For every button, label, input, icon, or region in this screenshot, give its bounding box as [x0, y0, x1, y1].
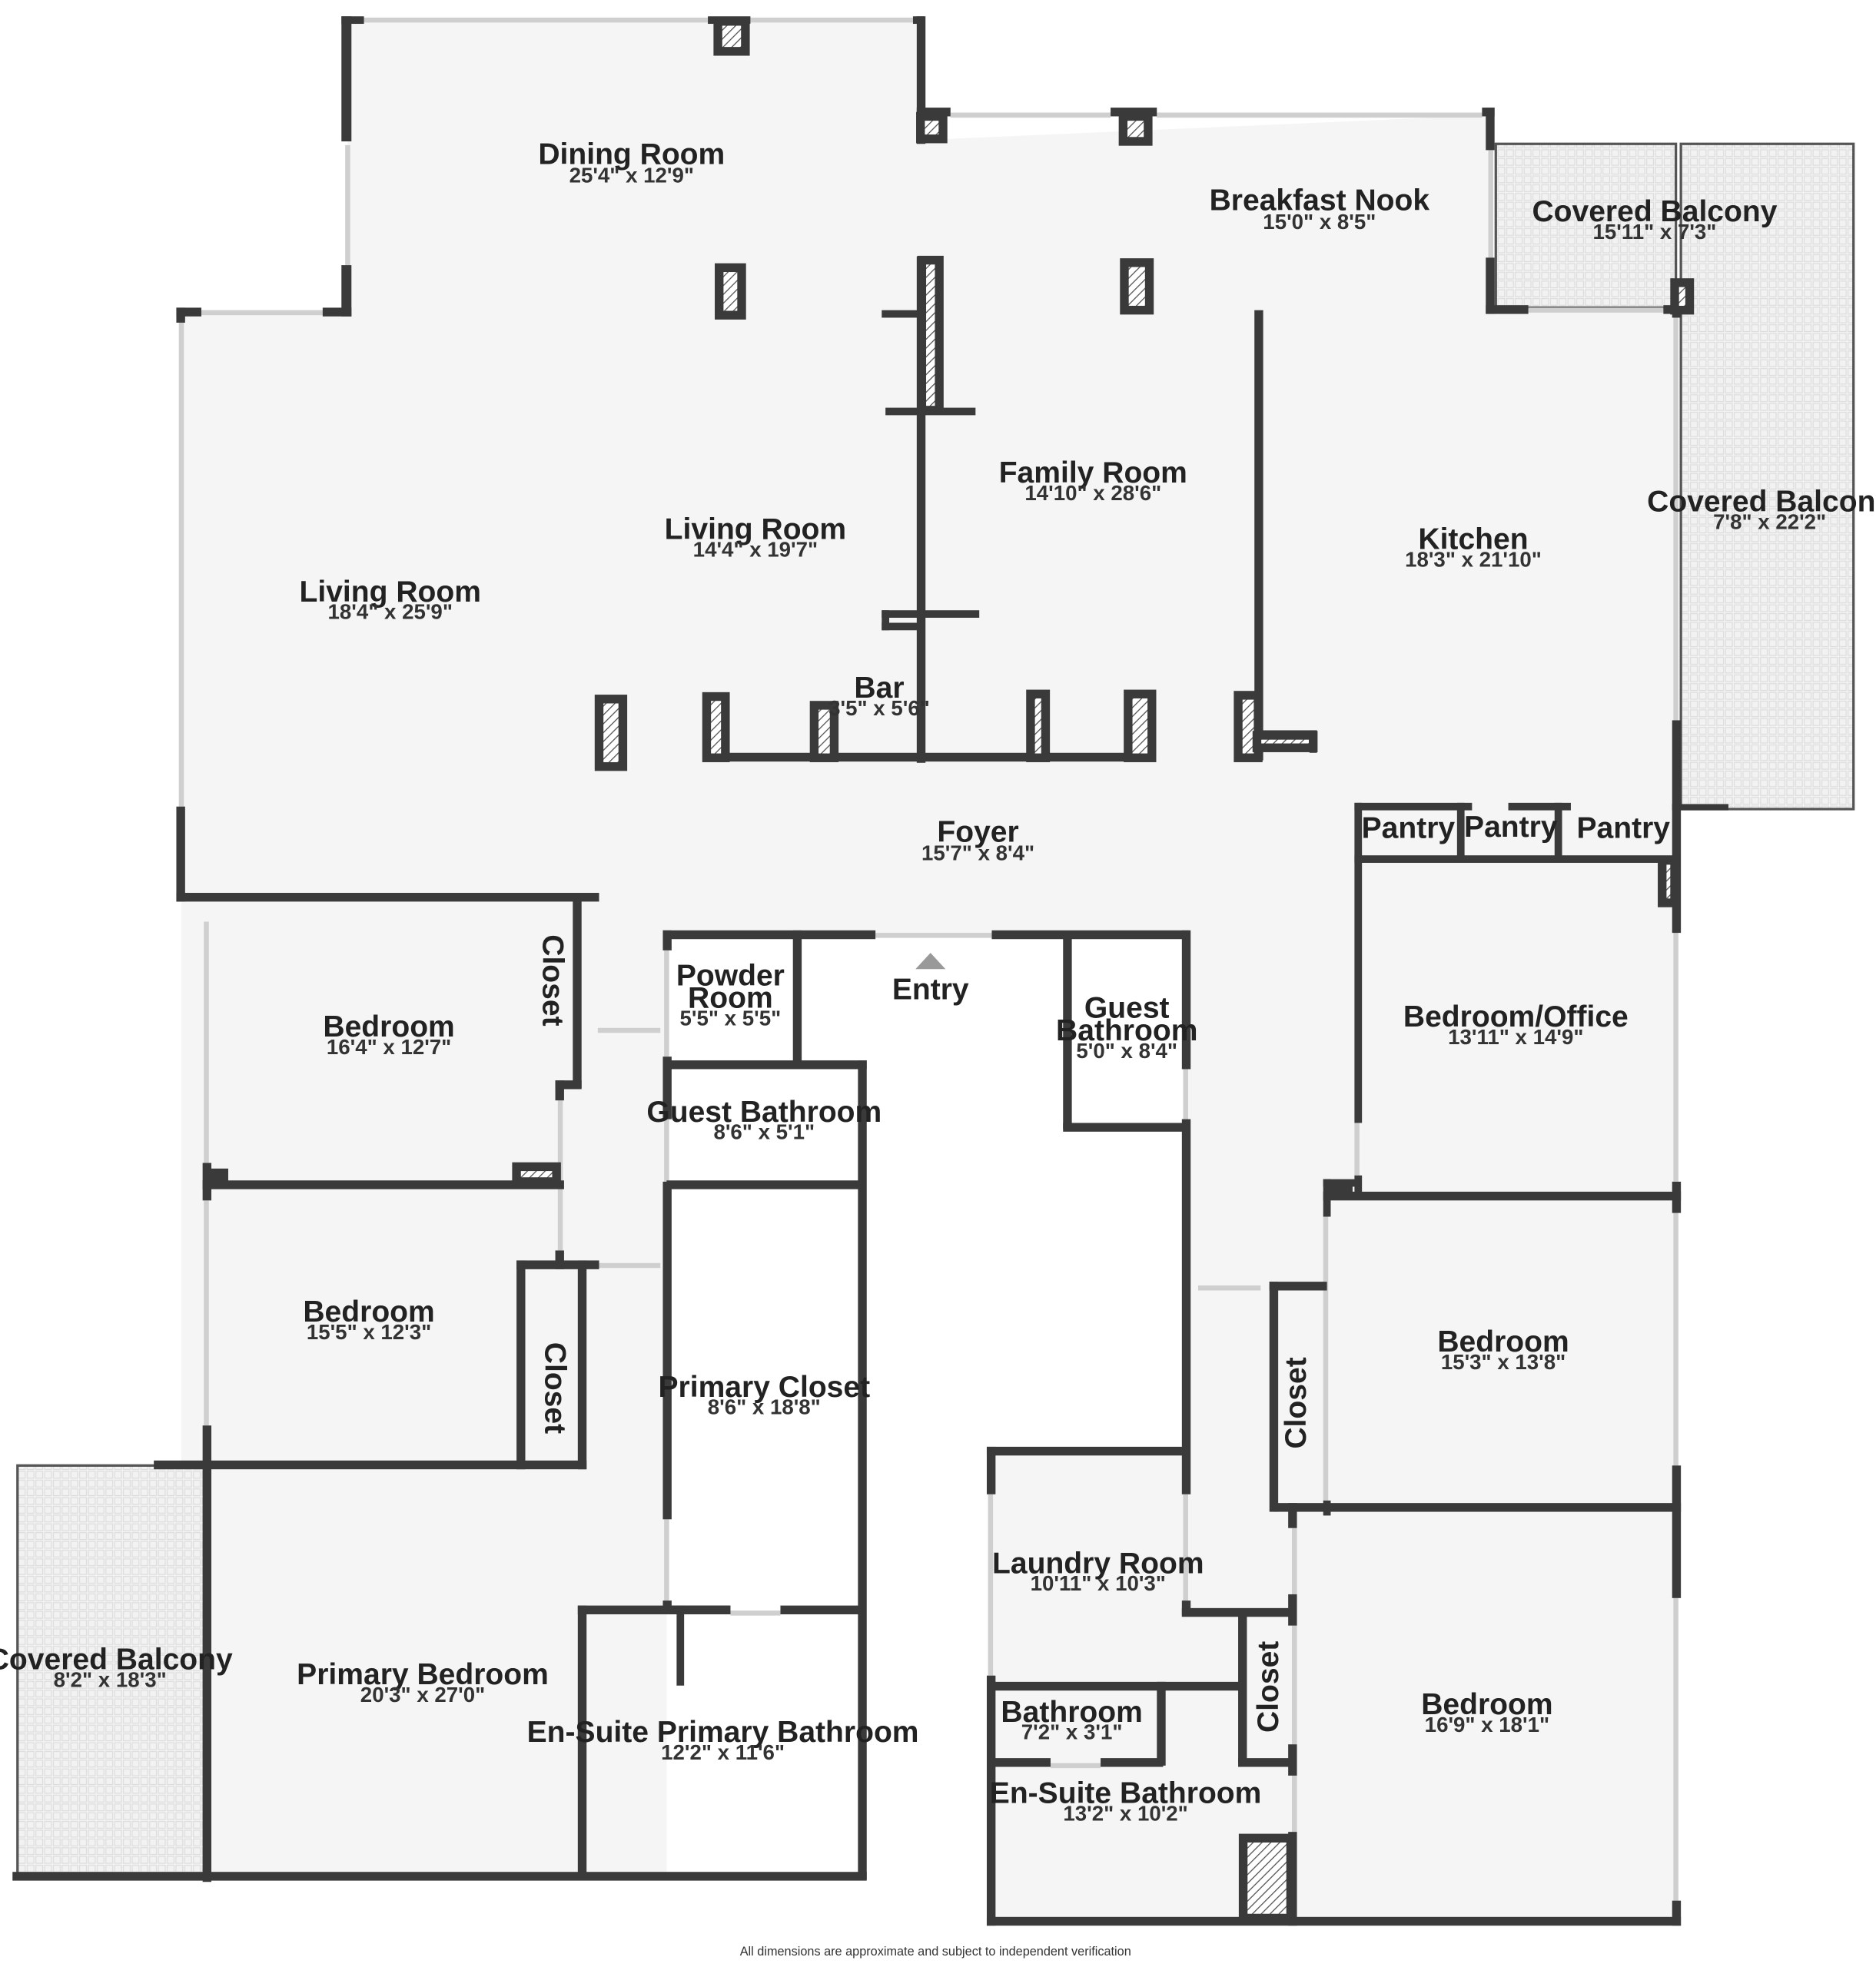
room-label-living-room-center: Living Room — [665, 512, 846, 546]
room-dims-living-room-center: 14'4" x 19'7" — [693, 537, 818, 561]
entry-triangle-icon[interactable] — [915, 953, 946, 970]
room-label-bedroom-1: Bedroom — [323, 1010, 454, 1043]
room-dims-en-suite-bathroom: 13'2" x 10'2" — [1063, 1801, 1187, 1825]
room-label-guest-bathroom-right-line1: Guest — [1084, 992, 1170, 1025]
room-dims-bedroom-4: 16'9" x 18'1" — [1425, 1713, 1549, 1736]
floor-areas — [181, 20, 1676, 1922]
room-dims-guest-bathroom-left: 8'6" x 5'1" — [713, 1120, 815, 1144]
room-dims-bar: 3'5" x 5'6" — [828, 696, 930, 720]
room-dims-bedroom-2: 15'5" x 12'3" — [307, 1320, 431, 1344]
room-label-bedroom-4: Bedroom — [1421, 1688, 1552, 1721]
room-dims-bedroom-1: 16'4" x 12'7" — [327, 1035, 451, 1059]
room-label-foyer: Foyer — [937, 815, 1018, 848]
room-label-closet-2: Closet — [539, 1342, 572, 1434]
room-label-closet-4: Closet — [1252, 1641, 1285, 1733]
balcony-right — [1679, 142, 1855, 811]
room-label-bar: Bar — [854, 672, 904, 705]
room-label-bedroom-office: Bedroom/Office — [1403, 1000, 1629, 1033]
room-label-primary-bedroom: Primary Bedroom — [297, 1658, 549, 1691]
room-dims-covered-balcony-right: 7'8" x 22'2" — [1713, 509, 1826, 533]
room-label-primary-closet: Primary Closet — [658, 1371, 870, 1404]
room-dims-primary-closet: 8'6" x 18'8" — [708, 1395, 821, 1419]
room-label-en-suite-bathroom: En-Suite Bathroom — [990, 1777, 1262, 1810]
room-dims-breakfast-nook: 15'0" x 8'5" — [1263, 210, 1376, 234]
room-dims-kitchen: 18'3" x 21'10" — [1405, 547, 1542, 571]
windows — [178, 17, 1678, 1901]
room-label-kitchen: Kitchen — [1418, 523, 1528, 556]
room-dims-bedroom-3: 15'3" x 13'8" — [1441, 1350, 1566, 1374]
balcony-left — [16, 1464, 207, 1879]
room-label-bedroom-3: Bedroom — [1437, 1325, 1569, 1358]
structural-columns — [204, 17, 1695, 1923]
room-dims-laundry-room: 10'11" x 10'3" — [1031, 1571, 1166, 1595]
balcony-top — [1494, 142, 1678, 310]
room-label-closet-3: Closet — [1280, 1357, 1313, 1448]
room-dims-covered-balcony-top: 15'11" x 7'3" — [1593, 220, 1717, 244]
room-label-pantry-2: Pantry — [1464, 811, 1558, 844]
room-label-breakfast-nook: Breakfast Nook — [1210, 184, 1430, 217]
disclaimer-text: All dimensions are approximate and subje… — [740, 1945, 1131, 1959]
balconies — [16, 142, 1855, 1879]
room-label-en-suite-primary-bathroom: En-Suite Primary Bathroom — [527, 1716, 919, 1749]
room-dims-bathroom: 7'2" x 3'1" — [1021, 1720, 1123, 1744]
room-label-guest-bathroom-left: Guest Bathroom — [646, 1096, 882, 1129]
room-label-pantry-3: Pantry — [1577, 811, 1671, 844]
room-label-closet-1: Closet — [536, 934, 569, 1026]
room-label-covered-balcony-left: Covered Balcony — [0, 1644, 233, 1677]
room-label-powder-room-line2: Room — [688, 982, 773, 1015]
room-dims-guest-bathroom-right: 5'0" x 8'4" — [1076, 1039, 1177, 1063]
room-label-guest-bathroom-right-line2: Bathroom — [1056, 1014, 1197, 1047]
room-label-living-room-left: Living Room — [300, 576, 481, 609]
walls — [12, 16, 1728, 1926]
room-label-dining-room: Dining Room — [538, 138, 725, 171]
room-dims-en-suite-primary-bathroom: 12'2" x 11'6" — [661, 1740, 785, 1764]
room-dims-foyer: 15'7" x 8'4" — [921, 841, 1034, 865]
room-label-bathroom: Bathroom — [1001, 1696, 1142, 1729]
room-label-laundry-room: Laundry Room — [992, 1547, 1204, 1580]
room-dims-bedroom-office: 13'11" x 14'9" — [1448, 1025, 1583, 1049]
room-label-covered-balcony-top: Covered Balcony — [1532, 195, 1777, 228]
room-dims-primary-bedroom: 20'3" x 27'0" — [360, 1683, 485, 1707]
room-label-bedroom-2: Bedroom — [303, 1295, 434, 1328]
room-labels: Dining Room 25'4" x 12'9" Breakfast Nook… — [0, 138, 1876, 1825]
room-label-covered-balcony-right: Covered Balcony — [1647, 486, 1876, 519]
room-label-powder-room-line1: Powder — [676, 959, 785, 992]
room-label-entry: Entry — [892, 973, 969, 1006]
room-label-pantry-1: Pantry — [1362, 811, 1456, 844]
room-dims-powder-room: 5'5" x 5'5" — [680, 1007, 782, 1030]
room-dims-living-room-left: 18'4" x 25'9" — [328, 600, 453, 624]
room-dims-covered-balcony-left: 8'2" x 18'3" — [54, 1667, 167, 1691]
room-label-family-room: Family Room — [999, 456, 1187, 489]
room-dims-family-room: 14'10" x 28'6" — [1024, 481, 1161, 505]
room-dims-dining-room: 25'4" x 12'9" — [569, 164, 694, 187]
